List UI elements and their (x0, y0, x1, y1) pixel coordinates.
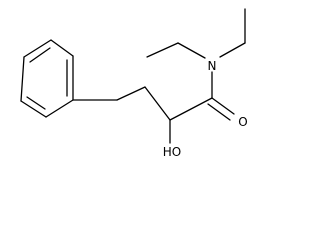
hydroxyl-label: HO (163, 145, 181, 159)
ring-bond (50, 39, 74, 57)
oxygen-label: O (238, 115, 247, 129)
ring-bond (45, 99, 74, 118)
chain-bond (144, 86, 171, 121)
ring-bond (20, 100, 47, 118)
chain-bond (169, 97, 213, 121)
ring-bond (20, 56, 25, 102)
ring-inner-double-bond (26, 96, 46, 110)
ethyl-bond (177, 42, 206, 59)
phenyl-ring (20, 39, 74, 118)
ethyl-bond (219, 42, 246, 58)
nitrogen-label: N (208, 59, 217, 73)
carbon-chain (72, 8, 246, 144)
carbonyl-bond (211, 97, 235, 115)
carbonyl-bond-second (207, 103, 231, 121)
ethyl-bond (146, 42, 179, 58)
ring-bond (23, 39, 52, 58)
ring-inner-double-bond (29, 47, 51, 63)
chain-bond (116, 86, 146, 101)
chemical-structure: N O HO (20, 8, 248, 159)
